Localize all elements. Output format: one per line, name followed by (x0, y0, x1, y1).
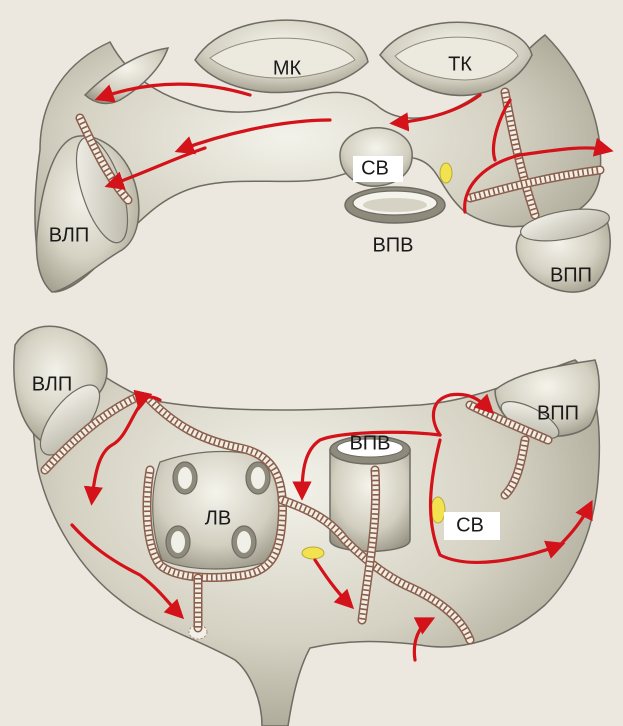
bottom-panel: ВЛП ВПП ВПВ ЛВ СВ (14, 326, 600, 726)
label-vlp-bottom: ВЛП (32, 373, 73, 395)
label-sv-top: СВ (361, 157, 389, 179)
label-vlp-top: ВЛП (49, 224, 90, 246)
label-sv-bottom: СВ (456, 514, 484, 536)
vein-opening-1 (173, 462, 197, 494)
vein-opening-2 (246, 462, 270, 494)
vein-opening-4 (232, 526, 256, 558)
label-vpp-bottom: ВПП (537, 402, 579, 424)
label-tk: ТК (448, 53, 472, 75)
inferior-vena-cava-top (345, 187, 445, 223)
label-vpv-top: ВПВ (372, 234, 413, 256)
yellow-node-top (440, 163, 452, 183)
yellow-node-sv (431, 497, 445, 523)
top-panel: МК ТК СВ ВПВ ВЛП ВПП (35, 20, 612, 292)
label-vpp-top: ВПП (550, 264, 592, 286)
label-vpv-bottom: ВПВ (349, 432, 390, 454)
label-lv: ЛВ (205, 507, 231, 529)
vein-opening-3 (166, 526, 190, 558)
yellow-node-center (302, 547, 324, 559)
label-mk: МК (273, 57, 302, 79)
